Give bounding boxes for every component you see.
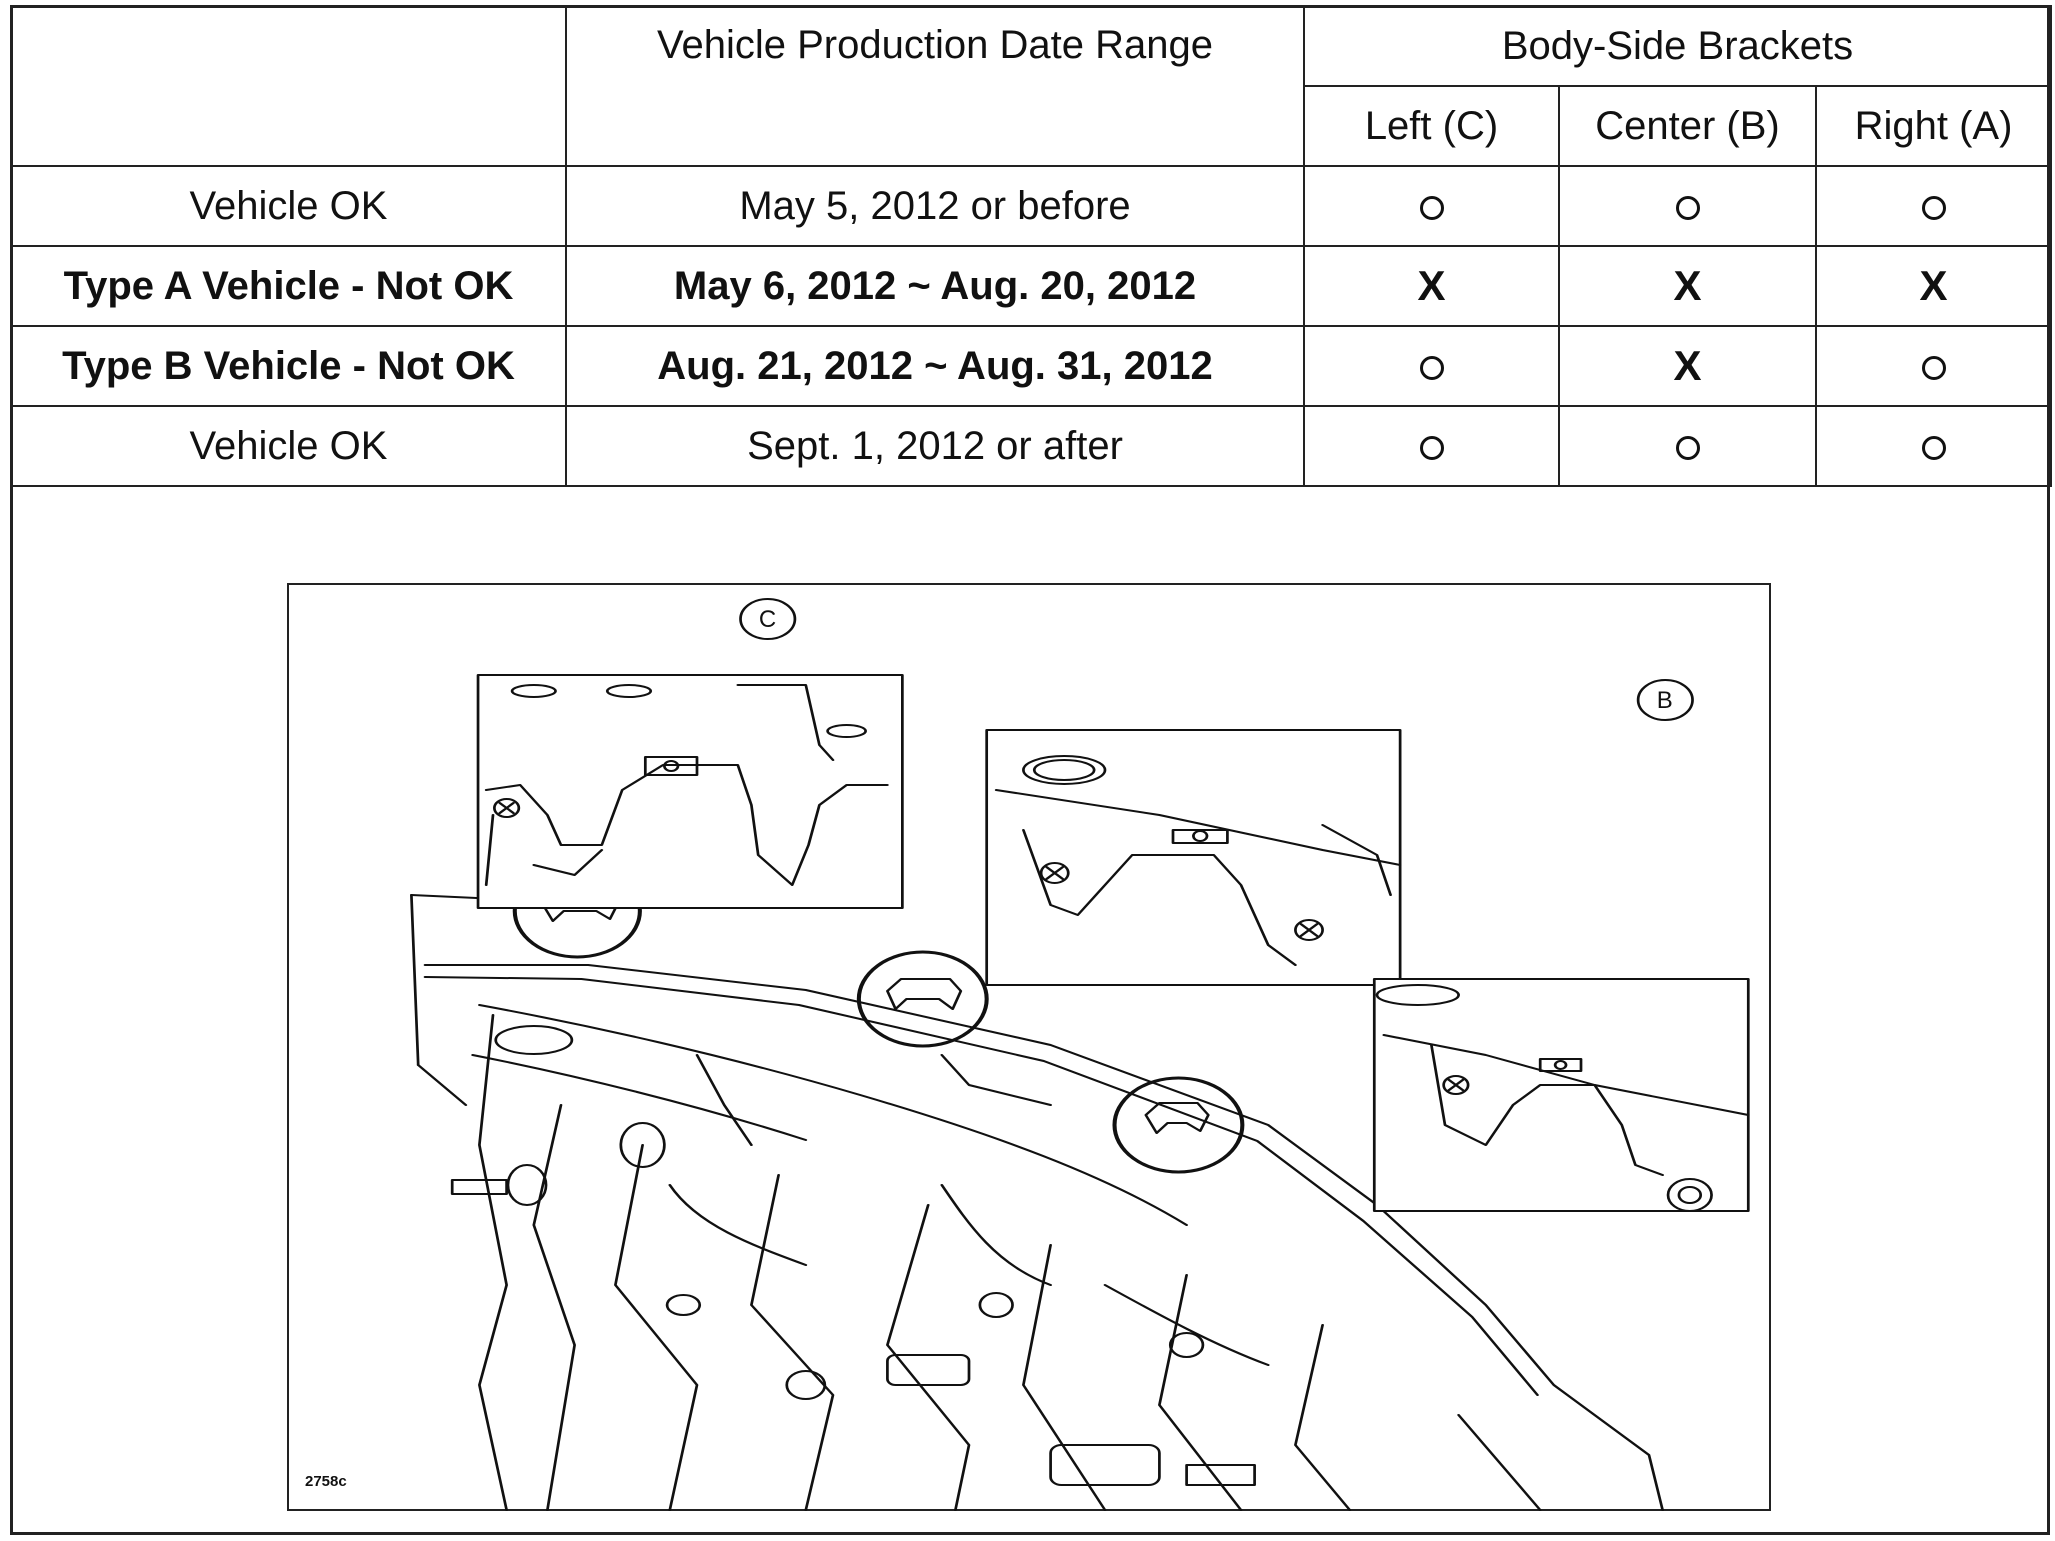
- left-bracket-status: X: [1303, 245, 1560, 327]
- inset-detail-b: [985, 729, 1402, 986]
- status-mark: O: [1675, 195, 1700, 220]
- table-row: Type A Vehicle - Not OK May 6, 2012 ~ Au…: [10, 245, 2053, 327]
- figure-code: 2758c: [305, 1473, 347, 1490]
- status-mark: X: [1673, 262, 1702, 309]
- header-left-c: Left (C): [1303, 85, 1560, 167]
- center-bracket-status: O: [1558, 165, 1817, 247]
- status-mark: O: [1921, 435, 1946, 460]
- table-row: Vehicle OK May 5, 2012 or before O O O: [10, 165, 2053, 247]
- center-bracket-status: X: [1558, 325, 1817, 407]
- row-date-range: May 5, 2012 or before: [565, 165, 1305, 247]
- table-row: Type B Vehicle - Not OK Aug. 21, 2012 ~ …: [10, 325, 2053, 407]
- status-mark: O: [1419, 355, 1444, 380]
- header-row-1: Vehicle Production Date Range Body-Side …: [10, 5, 2053, 167]
- row-date-range: May 6, 2012 ~ Aug. 20, 2012: [565, 245, 1305, 327]
- table-row: Vehicle OK Sept. 1, 2012 or after O O O: [10, 405, 2053, 487]
- left-bracket-status: O: [1303, 165, 1560, 247]
- row-label: Vehicle OK: [10, 165, 567, 247]
- callout-c-label: C: [759, 606, 776, 633]
- right-bracket-status: O: [1814, 165, 2053, 247]
- header-body-side-brackets: Body-Side Brackets: [1302, 5, 2053, 87]
- header-date-range: Vehicle Production Date Range: [565, 5, 1305, 167]
- row-label: Vehicle OK: [10, 405, 567, 487]
- right-bracket-status: X: [1814, 245, 2053, 327]
- inset-detail-c: [476, 674, 904, 909]
- status-mark: O: [1675, 435, 1700, 460]
- callout-c: C: [739, 598, 797, 640]
- bracket-illustration: C B A: [410, 598, 1750, 1511]
- status-mark: O: [1419, 435, 1444, 460]
- row-label: Type B Vehicle - Not OK: [10, 325, 567, 407]
- inset-detail-a: [1372, 978, 1750, 1212]
- row-label: Type A Vehicle - Not OK: [10, 245, 567, 327]
- center-bracket-status: X: [1558, 245, 1817, 327]
- status-mark: O: [1921, 355, 1946, 380]
- callout-b-label: B: [1657, 687, 1673, 714]
- status-mark: O: [1921, 195, 1946, 220]
- highlight-circle-a: [1112, 1076, 1245, 1174]
- row-date-range: Sept. 1, 2012 or after: [565, 405, 1305, 487]
- row-date-range: Aug. 21, 2012 ~ Aug. 31, 2012: [565, 325, 1305, 407]
- header-blank-cell: [10, 5, 567, 167]
- left-bracket-status: O: [1303, 325, 1560, 407]
- bracket-location-figure: C B A 2758c: [287, 583, 1771, 1511]
- callout-b: B: [1636, 679, 1694, 721]
- center-bracket-status: O: [1558, 405, 1817, 487]
- status-mark: X: [1673, 342, 1702, 389]
- right-bracket-status: O: [1814, 325, 2053, 407]
- status-mark: X: [1417, 262, 1446, 309]
- header-right-a: Right (A): [1814, 85, 2053, 167]
- status-mark: O: [1419, 195, 1444, 220]
- header-row-2: Left (C) Center (B) Right (A): [11, 85, 2053, 167]
- dash-panel-drawing: [410, 894, 1664, 1511]
- status-mark: X: [1919, 262, 1948, 309]
- right-bracket-status: O: [1814, 405, 2053, 487]
- header-center-b: Center (B): [1558, 85, 1817, 167]
- bracket-table: Vehicle Production Date Range Body-Side …: [10, 5, 2053, 487]
- left-bracket-status: O: [1303, 405, 1560, 487]
- highlight-circle-b: [856, 950, 989, 1048]
